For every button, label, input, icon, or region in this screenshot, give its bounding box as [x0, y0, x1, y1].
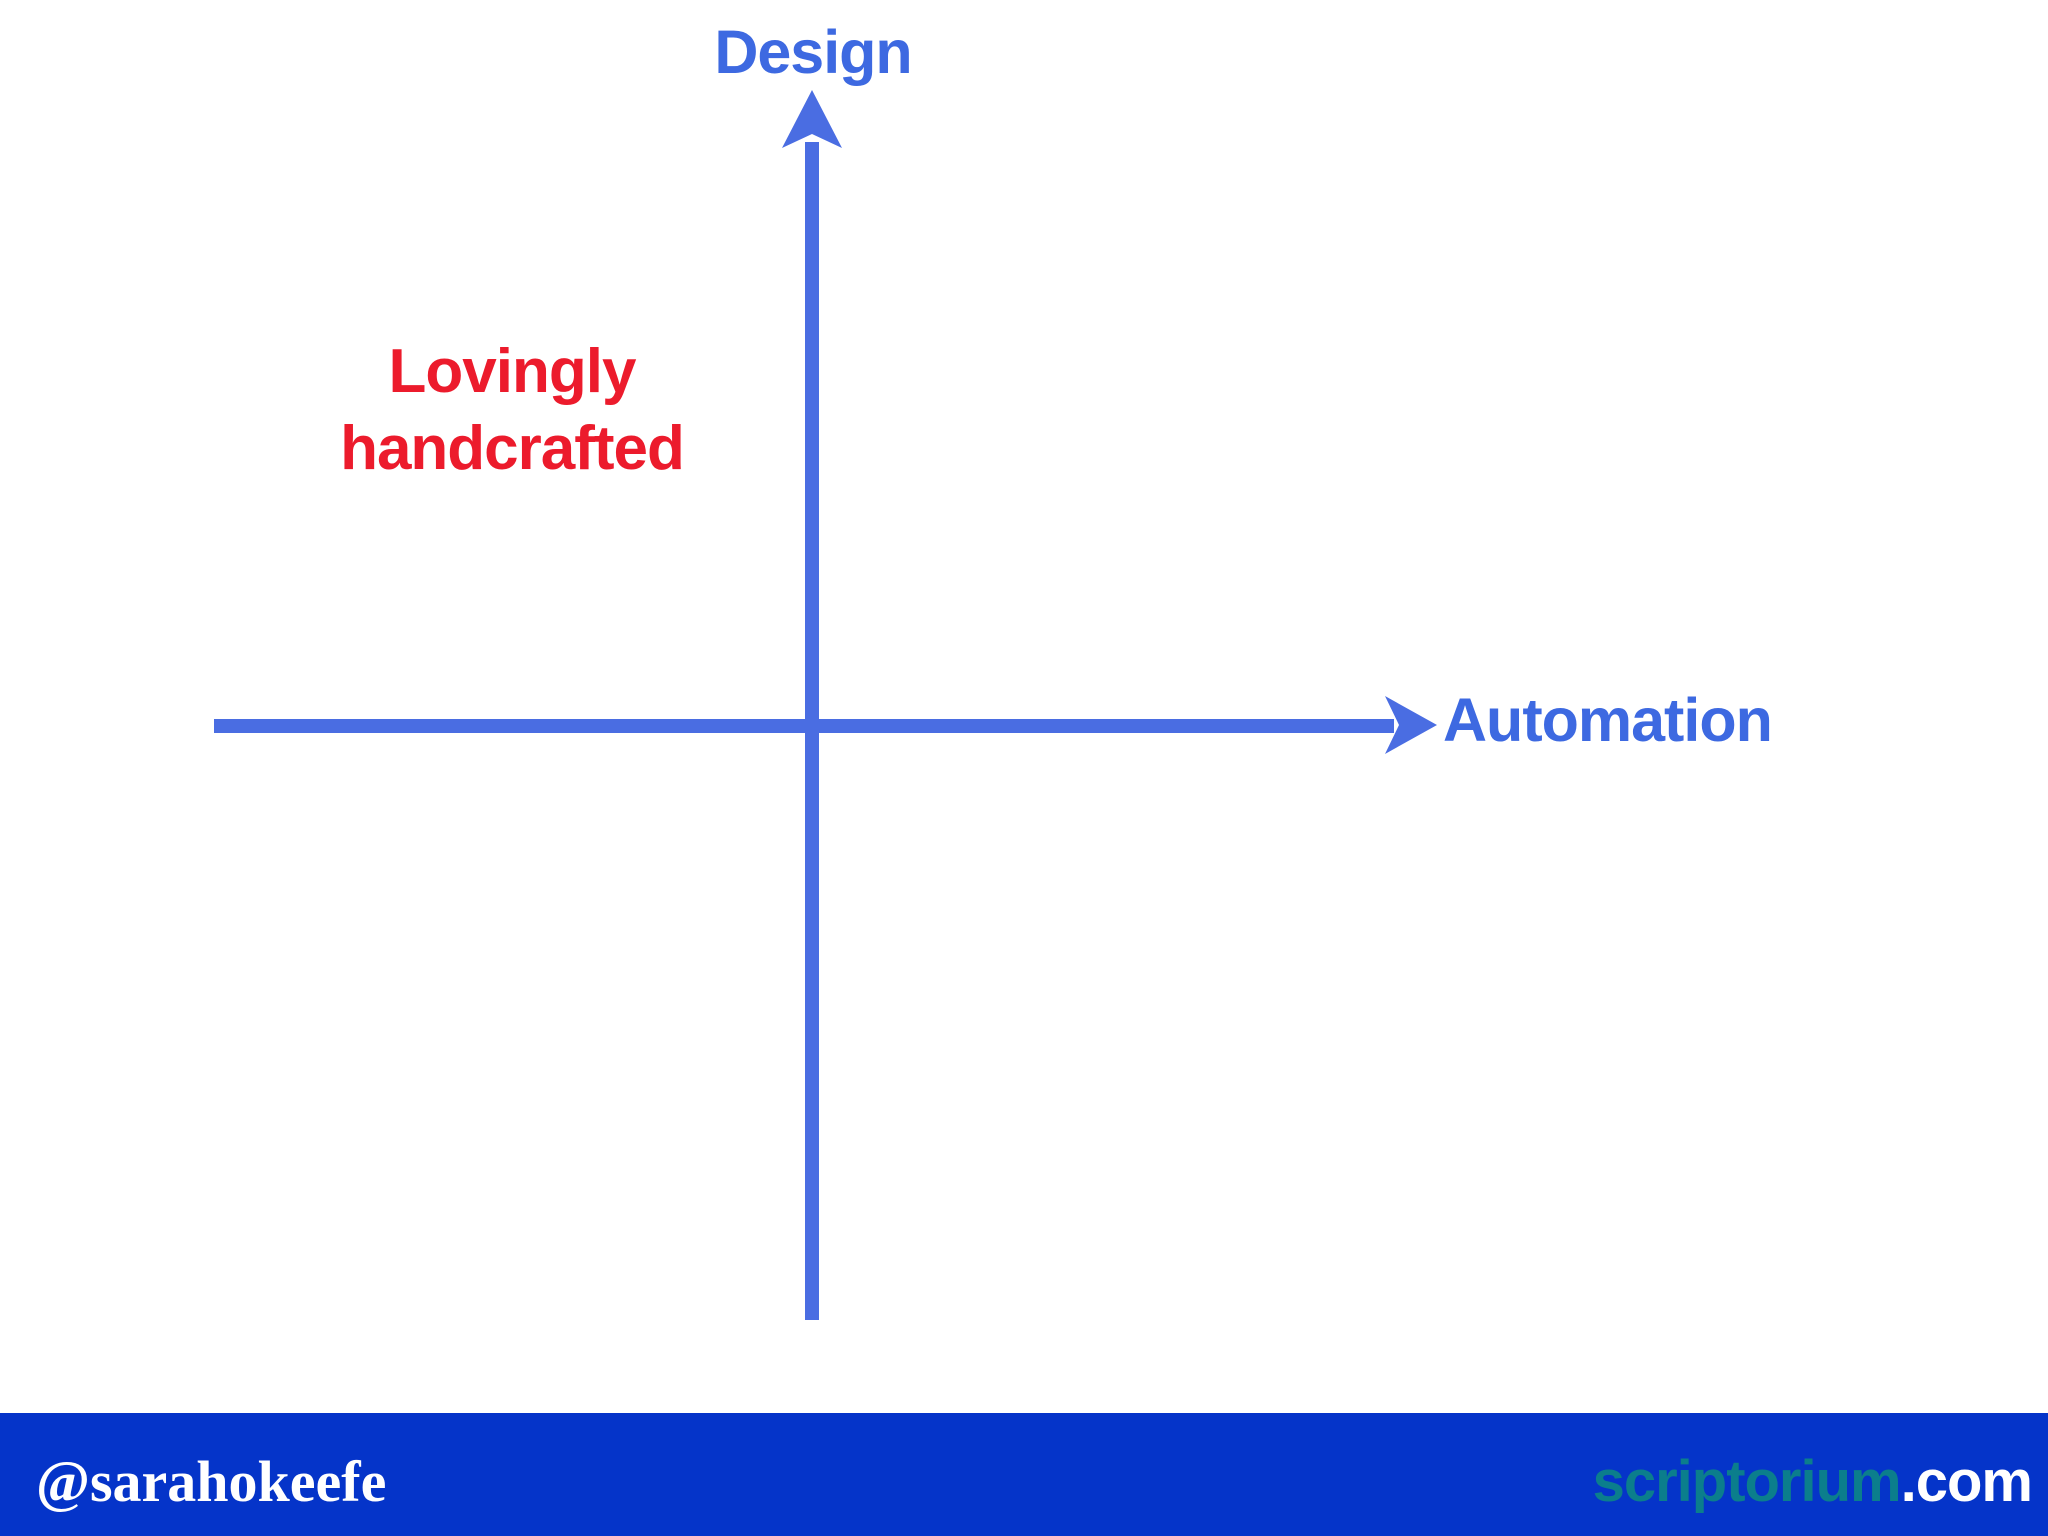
x-axis-label: Automation — [1443, 686, 1773, 755]
site-name: scriptorium — [1592, 1448, 1902, 1514]
quadrant-label: Lovingly handcrafted — [340, 334, 685, 488]
x-axis-arrowhead-icon — [1385, 696, 1437, 754]
quadrant-label-line2: handcrafted — [340, 413, 685, 483]
site-tld: .com — [1900, 1448, 2033, 1514]
site-url: scriptorium.com — [1593, 1452, 2033, 1511]
quadrant-label-line1: Lovingly — [388, 337, 637, 406]
footer-bar: @sarahokeefe scriptorium.com — [0, 1413, 2048, 1536]
author-handle: @sarahokeefe — [36, 1448, 387, 1514]
y-axis-arrowhead-icon — [782, 90, 842, 148]
y-axis-label: Design — [714, 18, 912, 86]
